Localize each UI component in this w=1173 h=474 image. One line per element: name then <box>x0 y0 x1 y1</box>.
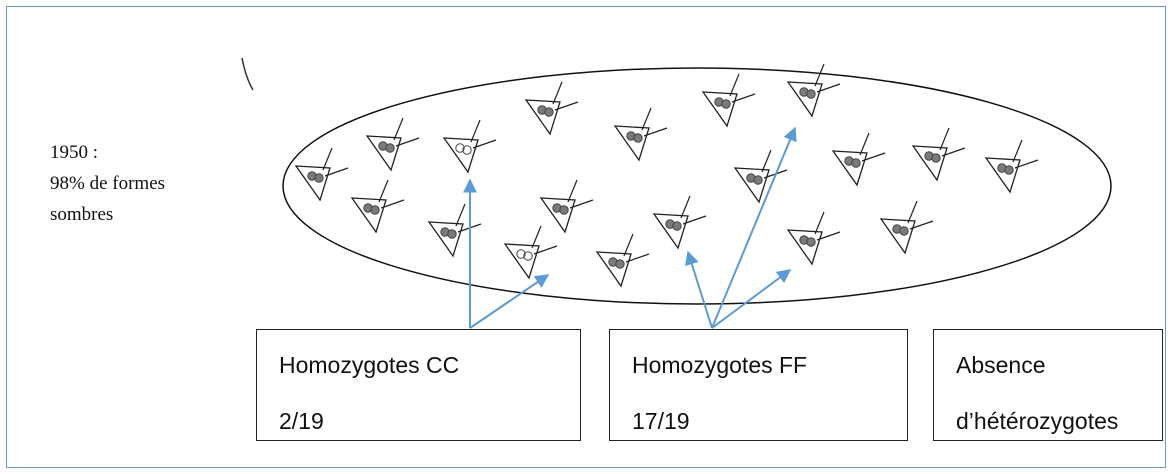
moth-icon <box>652 195 707 250</box>
moth-icon <box>911 127 966 182</box>
box-cc-title: Homozygotes CC <box>279 352 460 378</box>
box-cc-value: 2/19 <box>279 408 324 434</box>
year-label: 1950 : <box>50 142 99 163</box>
box-homozygotes-ff: Homozygotes FF 17/19 <box>609 329 908 441</box>
box-homozygotes-cc: Homozygotes CC 2/19 <box>256 329 581 441</box>
moth-icon <box>503 225 558 280</box>
moth-icon <box>733 149 788 204</box>
moth-icon <box>701 73 756 128</box>
figure-frame <box>6 6 1166 468</box>
moth-icon <box>786 63 841 118</box>
moth-icon <box>786 211 841 266</box>
arrow-ff-2 <box>711 126 797 329</box>
moth-icon <box>524 81 579 136</box>
moth-icon <box>442 119 497 174</box>
moth-icon <box>879 200 934 255</box>
arrow-ff-3 <box>711 269 792 329</box>
moth-icon <box>613 107 668 162</box>
moth-icon <box>831 132 886 187</box>
moth-icon <box>539 179 594 234</box>
arrow-cc-2 <box>469 274 550 329</box>
moth-group <box>294 63 1039 288</box>
box-het-title: Absence <box>956 352 1046 378</box>
form-label: sombres <box>50 204 114 225</box>
box-ff-value: 17/19 <box>632 408 690 434</box>
box-heterozygotes: Absence d’hétérozygotes <box>933 329 1163 441</box>
moth-icon <box>294 147 349 202</box>
moth-icon <box>984 139 1039 194</box>
moth-icon <box>427 203 482 258</box>
arrow-ff-1 <box>685 250 713 329</box>
population-ellipse <box>282 67 1112 305</box>
pen-mark <box>241 57 254 91</box>
moth-icon <box>350 179 405 234</box>
box-ff-title: Homozygotes FF <box>632 352 808 378</box>
moth-icon <box>365 117 420 172</box>
box-het-value: d’hétérozygotes <box>956 408 1119 434</box>
percent-label: 98% de formes <box>50 173 166 194</box>
moth-icon <box>595 233 650 288</box>
arrow-group <box>463 126 797 329</box>
